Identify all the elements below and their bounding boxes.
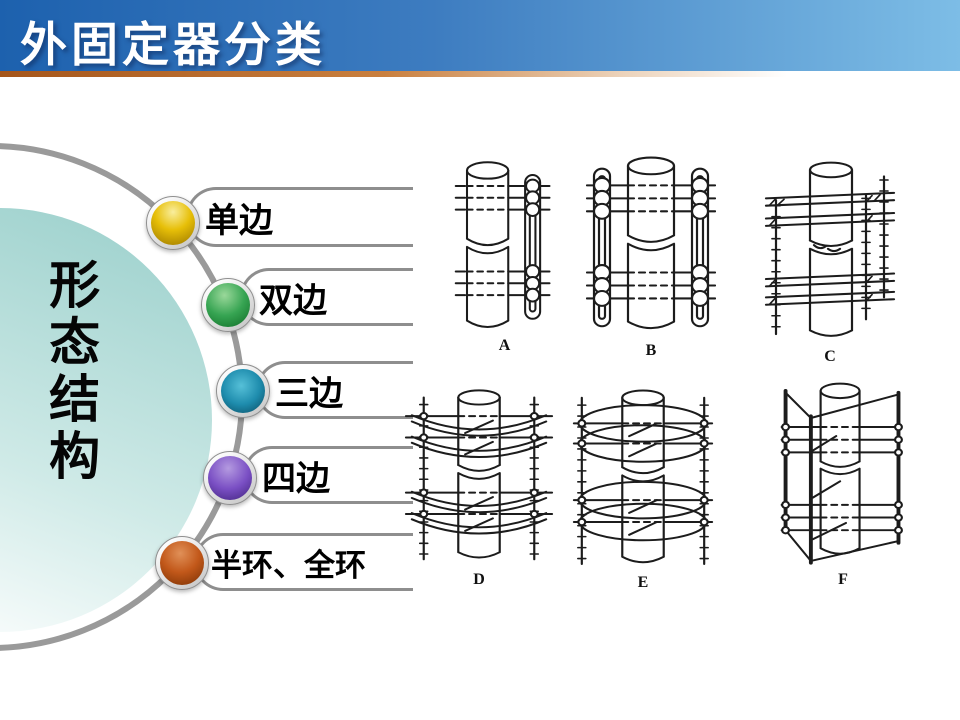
category-tab-unilateral: 单边 (186, 187, 413, 247)
category-label: 半环、全环 (211, 547, 366, 583)
bullet-sphere-yellow (146, 196, 200, 250)
bullet-sphere-orange (155, 536, 209, 590)
figure-label: B (645, 342, 657, 359)
figure-label: F (838, 571, 848, 588)
vertical-title: 形态结构 (41, 258, 99, 486)
category-tab-four-side: 四边 (243, 446, 413, 504)
figure-label: D (473, 571, 485, 588)
category-tab-three-side: 三边 (256, 361, 413, 419)
bullet-sphere-green (201, 278, 255, 332)
sphere-ball (151, 201, 195, 245)
bullet-sphere-blue (216, 364, 270, 418)
half-ring-fixator-drawing (404, 389, 554, 561)
decor-teal-circle (0, 208, 212, 632)
category-label: 三边 (275, 374, 343, 413)
category-tab-ring: 半环、全环 (194, 533, 413, 591)
header-bar: 外固定器分类 (0, 0, 960, 71)
sphere-ball (208, 456, 252, 500)
figure-label: C (824, 348, 836, 365)
sphere-ball (221, 369, 265, 413)
unilateral-fixator-drawing (454, 161, 551, 328)
triangular-frame-fixator-drawing (780, 382, 903, 565)
category-label: 单边 (205, 201, 273, 240)
page-title: 外固定器分类 (20, 18, 326, 71)
bullet-sphere-purple (203, 451, 257, 505)
category-label: 四边 (262, 459, 330, 498)
sphere-ball (160, 541, 204, 585)
three-bar-fixator-drawing (764, 161, 896, 337)
bilateral-fixator-drawing (586, 156, 716, 330)
full-ring-fixator-drawing (572, 389, 714, 566)
title-accent-line (0, 71, 960, 77)
category-label: 双边 (259, 281, 327, 320)
category-tab-bilateral: 双边 (240, 268, 413, 326)
sphere-ball (206, 283, 250, 327)
figure-label: E (637, 574, 649, 591)
figure-label: A (498, 337, 511, 354)
